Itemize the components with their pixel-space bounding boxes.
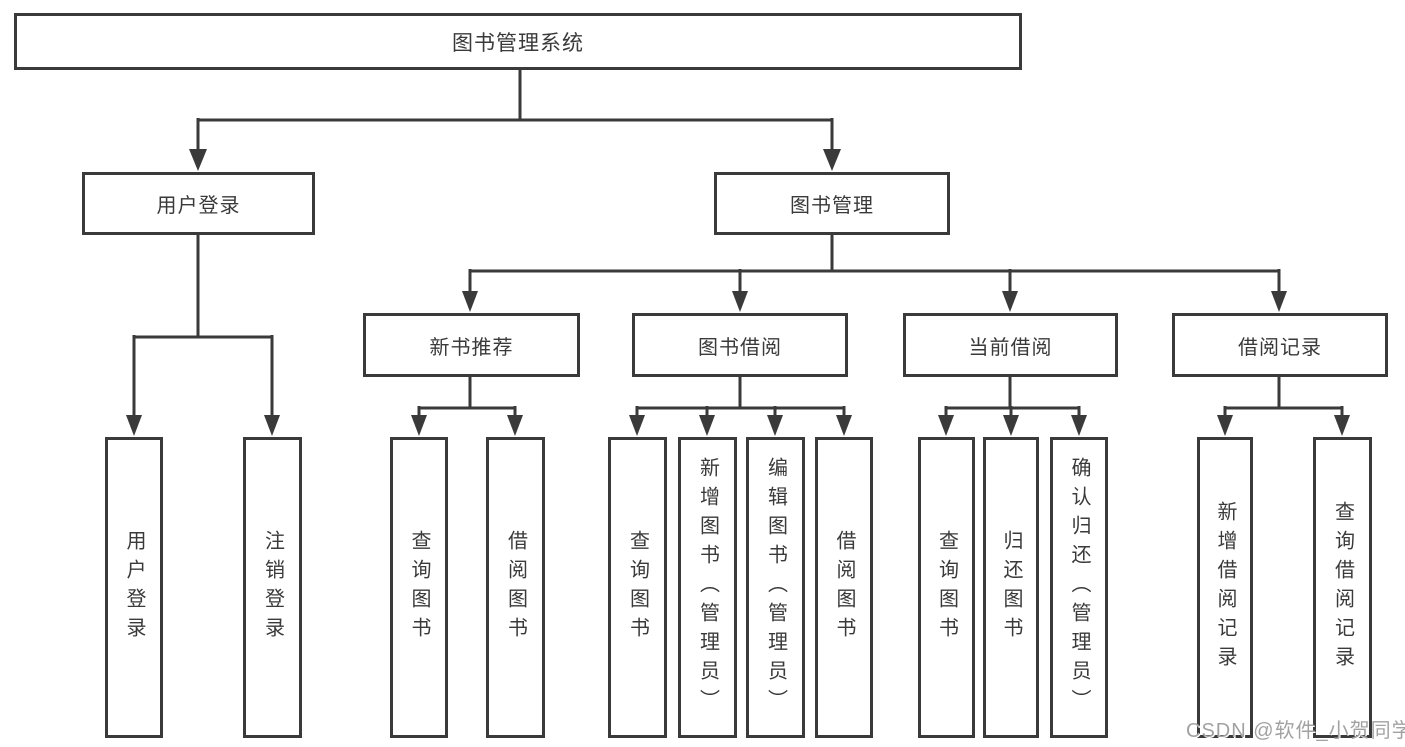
arrowhead-icon (1003, 415, 1019, 436)
node-label: 查询图书 (626, 529, 649, 646)
node-label: 借阅图书 (504, 529, 527, 646)
node-label: 借阅图书 (833, 529, 855, 646)
arrowhead-icon (1271, 291, 1287, 312)
node-label: 归还图书 (1000, 529, 1022, 646)
leaf-borrow-books-recommend: 借阅图书 (486, 437, 545, 738)
leaf-edit-book-admin: 编辑图书（管理员） (746, 437, 805, 738)
node-label: 查询图书 (935, 529, 958, 646)
leaf-add-book-admin: 新增图书（管理员） (678, 437, 737, 738)
arrowhead-icon (189, 149, 207, 171)
leaf-return-books: 归还图书 (983, 437, 1039, 738)
node-label: 用户登录 (123, 529, 145, 646)
node-root: 图书管理系统 (14, 13, 1022, 70)
node-label: 当前借阅 (968, 336, 1053, 359)
arrowhead-icon (1217, 415, 1233, 436)
node-label: 图书借阅 (698, 336, 782, 359)
leaf-query-books-recommend: 查询图书 (390, 437, 448, 738)
node-label: 图书管理系统 (452, 31, 584, 55)
node-label: 编辑图书（管理员） (764, 457, 787, 718)
node-label: 查询借阅记录 (1331, 500, 1354, 675)
leaf-borrow-books: 借阅图书 (815, 437, 873, 738)
node-label: 查询图书 (408, 529, 430, 646)
connector-stems (132, 68, 1344, 416)
arrowhead-icon (699, 415, 715, 436)
leaf-logout-login: 注销登录 (243, 437, 302, 738)
arrowhead-icon (507, 415, 523, 436)
leaf-user-login: 用户登录 (105, 437, 163, 738)
leaf-query-books-current: 查询图书 (918, 437, 975, 738)
arrowhead-icon (1071, 415, 1087, 436)
arrowhead-icon (938, 415, 954, 436)
node-new-book-recommend: 新书推荐 (363, 313, 580, 377)
arrowhead-icon (629, 415, 645, 436)
node-label: 确认归还（管理员） (1068, 457, 1090, 718)
arrowhead-icon (767, 415, 783, 436)
arrowhead-icon (836, 415, 852, 436)
node-label: 新增借阅记录 (1214, 500, 1236, 675)
arrowhead-icon (264, 415, 280, 436)
leaf-query-books-borrow: 查询图书 (608, 437, 667, 738)
arrowhead-icon (126, 415, 142, 436)
arrowhead-icon (1334, 415, 1350, 436)
leaf-query-borrow-record: 查询借阅记录 (1313, 437, 1372, 738)
arrowhead-icon (1002, 291, 1018, 312)
node-book-management: 图书管理 (714, 172, 950, 235)
node-label: 用户登录 (156, 195, 241, 217)
arrowhead-icon (823, 149, 841, 171)
node-label: 图书管理 (790, 195, 874, 217)
node-user-login: 用户登录 (82, 172, 315, 235)
node-label: 新增图书（管理员） (696, 457, 719, 718)
node-label: 借阅记录 (1238, 336, 1322, 359)
leaf-add-borrow-record: 新增借阅记录 (1197, 437, 1253, 738)
watermark: CSDN @软件_小贺同学 (1186, 720, 1405, 742)
leaf-confirm-return-admin: 确认归还（管理员） (1050, 437, 1108, 738)
arrowhead-icon (411, 415, 427, 436)
arrow-heads (126, 149, 1350, 436)
node-label: 注销登录 (261, 529, 284, 646)
node-label: 新书推荐 (429, 336, 514, 359)
node-current-borrow: 当前借阅 (903, 313, 1118, 377)
arrowhead-icon (462, 291, 478, 312)
node-book-borrow: 图书借阅 (632, 313, 848, 377)
node-borrow-records: 借阅记录 (1172, 313, 1388, 377)
arrowhead-icon (732, 291, 748, 312)
